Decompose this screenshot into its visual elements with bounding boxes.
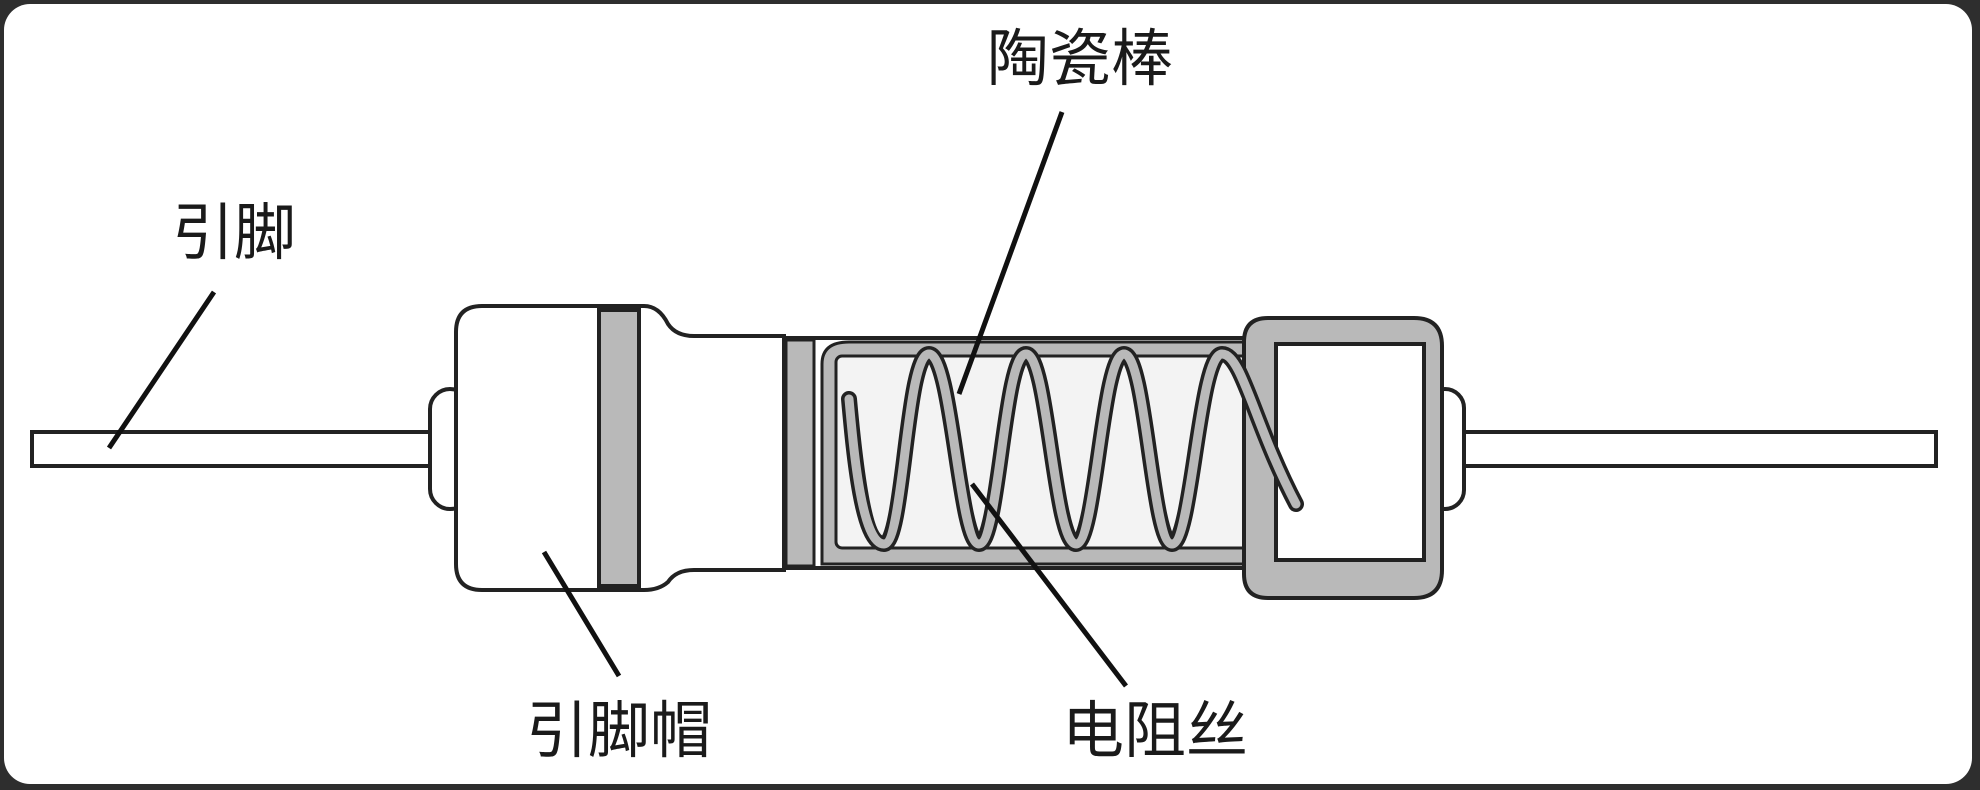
lead-cap-band	[597, 308, 641, 588]
leader-line-lead-cap	[541, 550, 622, 678]
leader-line-ceramic-rod	[956, 111, 1065, 395]
label-lead: 引脚	[172, 196, 296, 269]
right-lead-wire	[1442, 430, 1938, 468]
label-ceramic-rod: 陶瓷棒	[987, 22, 1173, 95]
diagram-frame: 引脚 引脚帽 陶瓷棒 电阻丝	[4, 4, 1972, 784]
resistance-wire-coil	[841, 346, 1304, 552]
leader-line-resistance-wire	[970, 482, 1128, 688]
right-cap-face	[1274, 342, 1426, 562]
body-band	[784, 338, 816, 568]
label-resistance-wire: 电阻丝	[1062, 694, 1248, 767]
left-lead-wire	[30, 430, 454, 468]
leader-line-lead	[106, 290, 217, 450]
label-lead-cap: 引脚帽	[526, 694, 712, 767]
resistor-diagram: 引脚 引脚帽 陶瓷棒 电阻丝	[30, 22, 1938, 767]
